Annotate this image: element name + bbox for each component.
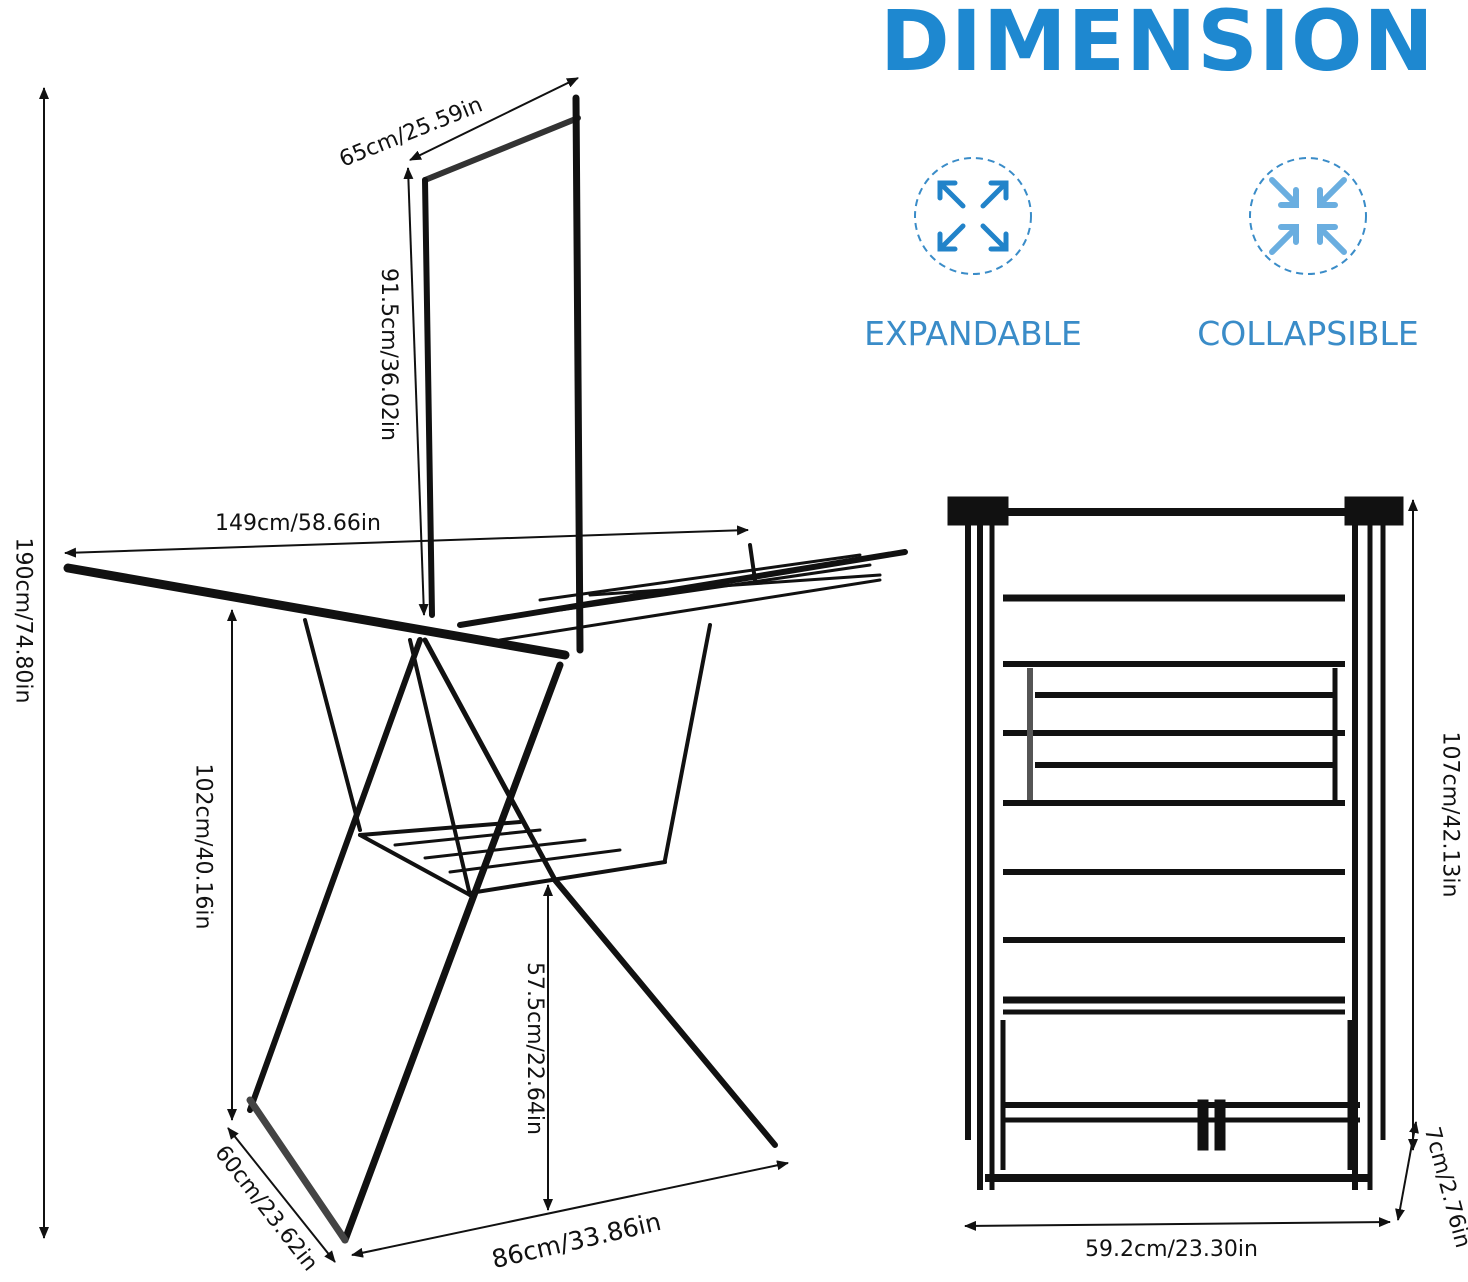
page-title: DIMENSION	[880, 0, 1435, 90]
dimension-wing-span: 149cm/58.66in	[215, 511, 381, 536]
dimension-folded-height: 107cm/42.13in	[1437, 731, 1463, 898]
feature-label-collapsible: COLLAPSIBLE	[1197, 314, 1419, 353]
drying-rack-expanded	[63, 94, 908, 1244]
dimension-folded-width: 59.2cm/23.30in	[1085, 1237, 1258, 1262]
feature-label-expandable: EXPANDABLE	[864, 314, 1082, 353]
dimension-lower-shelf-height: 57.5cm/22.64in	[521, 962, 547, 1135]
collapse-arrows-icon	[1249, 157, 1367, 275]
dimension-wing-height: 102cm/40.16in	[190, 763, 216, 930]
dimension-total-height: 190cm/74.80in	[10, 537, 36, 704]
drying-rack-folded	[947, 496, 1404, 1190]
dimension-upper-frame-height: 91.5cm/36.02in	[375, 268, 401, 441]
expand-arrows-icon	[914, 157, 1032, 275]
dimension-arrows	[39, 77, 1419, 1263]
